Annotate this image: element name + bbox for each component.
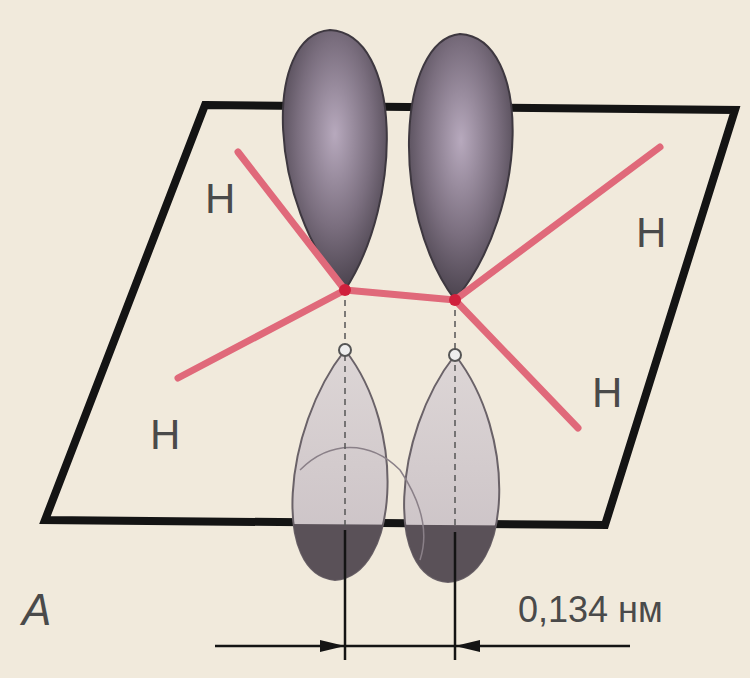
atom-label: H xyxy=(205,178,235,220)
dimension-label: 0,134 нм xyxy=(518,592,663,628)
carbon-nucleus xyxy=(339,344,351,356)
p-orbital-lobe-shadow xyxy=(292,350,387,580)
dimension-arrowhead xyxy=(320,640,345,652)
lower-lobes xyxy=(292,350,499,582)
carbon-nucleus xyxy=(449,349,461,361)
carbon-atom xyxy=(449,294,461,306)
dimension-arrowhead xyxy=(455,640,480,652)
figure-letter: A xyxy=(22,588,51,632)
p-orbital-lobe xyxy=(404,355,499,582)
overlap-outline xyxy=(300,448,424,561)
orbital-axes xyxy=(345,300,455,530)
atom-label: H xyxy=(150,414,180,456)
p-orbital-lobe xyxy=(283,30,387,290)
p-orbital-lobe xyxy=(409,34,513,300)
sigma-bonds xyxy=(178,147,660,428)
p-orbital-lobe xyxy=(292,350,387,580)
p-orbital-lobe-shadow xyxy=(404,355,499,582)
atom-label: H xyxy=(636,212,666,254)
carbon-atom xyxy=(339,284,351,296)
atom-label: H xyxy=(592,372,622,414)
